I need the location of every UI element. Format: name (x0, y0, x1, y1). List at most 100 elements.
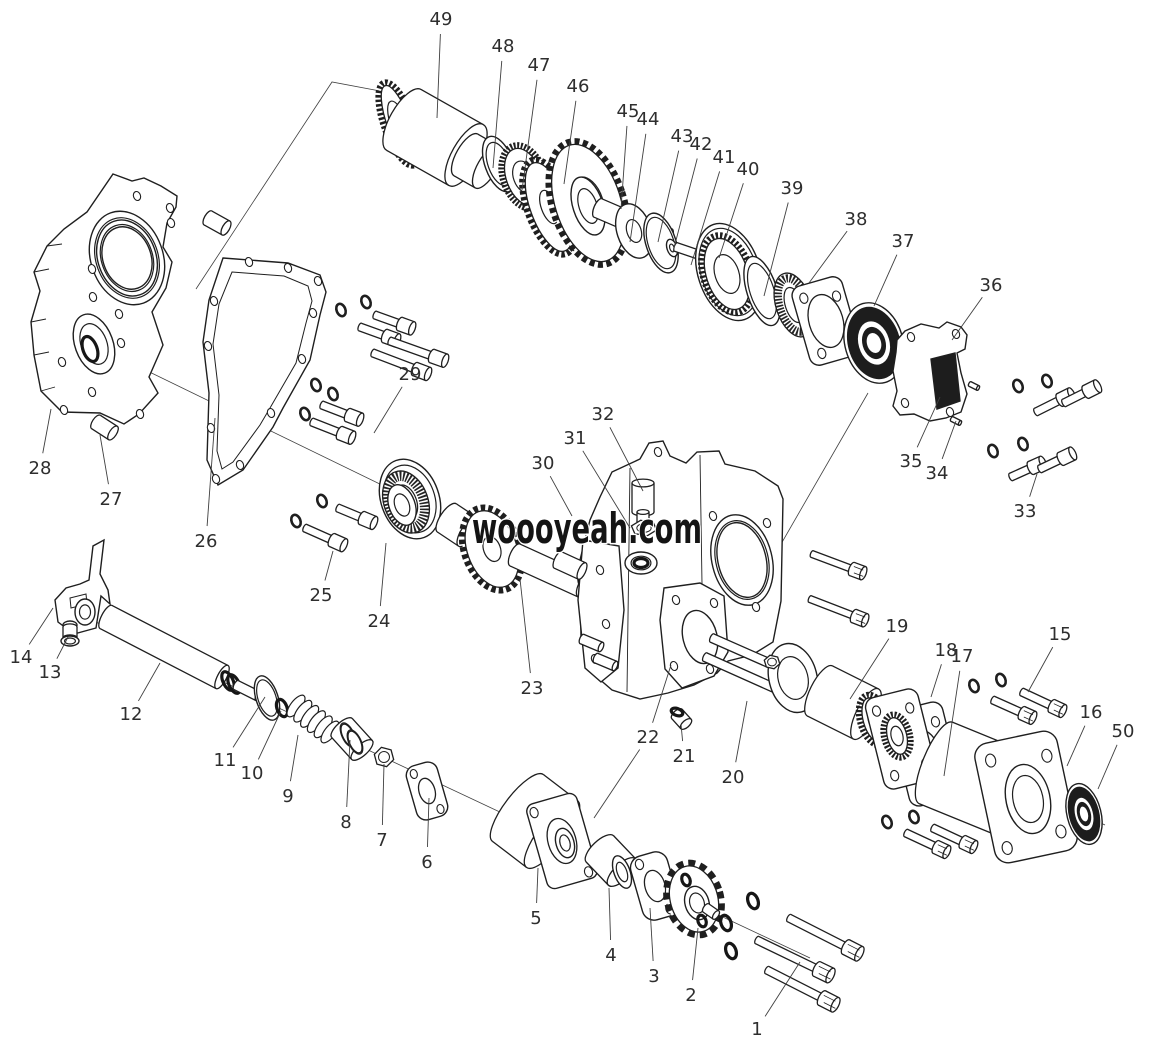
part-hole (297, 353, 307, 365)
leader-line-13 (56, 636, 69, 659)
part-label-16: 16 (1080, 702, 1103, 723)
part-hole (671, 594, 681, 606)
part-label-47: 47 (528, 55, 551, 76)
part-label-40: 40 (737, 159, 760, 180)
leader-line-43 (657, 150, 680, 243)
part-label-21: 21 (673, 746, 696, 767)
part-path (212, 271, 313, 470)
part-sw (1040, 373, 1054, 389)
leader-line-9 (289, 734, 299, 782)
part-label-9: 9 (282, 786, 293, 807)
part-label-33: 33 (1014, 501, 1037, 522)
part-sw (289, 513, 303, 529)
leader-line-35 (916, 396, 941, 448)
leader-line-41 (690, 171, 721, 266)
part-hole (906, 331, 916, 343)
part-label-39: 39 (781, 178, 804, 199)
leader-line-34 (941, 420, 957, 460)
part-sw (880, 814, 894, 830)
leader-line-32 (609, 427, 644, 492)
part-label-7: 7 (376, 830, 387, 851)
part-hole (709, 597, 719, 609)
part-hole (235, 459, 245, 471)
part-label-27: 27 (100, 489, 123, 510)
part-label-18: 18 (935, 640, 958, 661)
part-washer (669, 706, 685, 718)
leader-line-42 (672, 158, 698, 253)
leader-line-49 (436, 33, 441, 119)
part-label-50: 50 (1112, 721, 1135, 742)
part-sw (994, 672, 1008, 688)
part-stud (578, 633, 605, 653)
part-bearing-hub (767, 642, 819, 714)
part-label-48: 48 (492, 36, 515, 57)
part-end-plate (30, 173, 178, 425)
part-path (30, 243, 63, 392)
part-oil-seal (843, 302, 905, 384)
part-label-17: 17 (951, 646, 974, 667)
part-hole (87, 263, 97, 275)
part-hole (308, 307, 318, 319)
part-hole (313, 275, 323, 287)
leader-line-31 (582, 450, 631, 529)
leader-line-19 (849, 638, 890, 700)
part-hex-bolt (930, 823, 979, 855)
part-hole (116, 337, 126, 349)
part-washer (632, 556, 650, 570)
part-cap-bolt (372, 310, 417, 336)
part-hole (59, 404, 69, 416)
part-label-8: 8 (340, 812, 351, 833)
leader-lines (28, 33, 1118, 1017)
part-label-42: 42 (690, 134, 713, 155)
part-hole (209, 295, 219, 307)
part-label-4: 4 (605, 945, 616, 966)
part-label-28: 28 (29, 458, 52, 479)
part-hole (114, 308, 124, 320)
part-pinion-gear (458, 504, 526, 594)
part-hole (87, 386, 97, 398)
part-washer (696, 913, 708, 929)
leader-line-27 (99, 434, 109, 485)
part-ring (554, 827, 576, 859)
part-label-32: 32 (592, 404, 615, 425)
part-label-49: 49 (430, 9, 453, 30)
part-hole (601, 618, 611, 630)
part-hole (165, 202, 175, 214)
part-label-31: 31 (564, 428, 587, 449)
part-hole (705, 663, 715, 675)
part-label-22: 22 (637, 727, 660, 748)
part-hole (266, 407, 276, 419)
leader-line-4 (608, 887, 612, 941)
part-label-45: 45 (617, 101, 640, 122)
part-long-bolt (763, 965, 841, 1013)
part-ring (60, 635, 80, 647)
part-snap-ring (643, 212, 679, 274)
part-hole (244, 256, 254, 268)
part-sw (967, 678, 981, 694)
part-tiny-pin (967, 381, 981, 391)
leader-line-37 (873, 254, 898, 307)
part-label-37: 37 (892, 231, 915, 252)
part-ring (387, 484, 417, 526)
leader-line-22 (593, 749, 641, 819)
part-ring (611, 855, 633, 889)
part-hole (203, 340, 213, 352)
part-hex-bolt (903, 828, 952, 860)
part-hole (945, 406, 955, 418)
leader-line-33 (1029, 473, 1038, 497)
part-label-24: 24 (368, 611, 391, 632)
part-cap-bolt (1061, 379, 1103, 408)
part-hole (900, 397, 910, 409)
part-sw (326, 386, 340, 402)
part-label-15: 15 (1049, 624, 1072, 645)
part-sw (1016, 436, 1030, 452)
part-sw (315, 493, 329, 509)
part-label-43: 43 (671, 126, 694, 147)
watermark-text: woooyeah.com (472, 504, 702, 553)
part-sw (334, 302, 348, 318)
part-hole (708, 510, 718, 522)
part-path (930, 352, 961, 410)
leader-line-39 (763, 202, 789, 297)
part-hole (653, 446, 663, 458)
